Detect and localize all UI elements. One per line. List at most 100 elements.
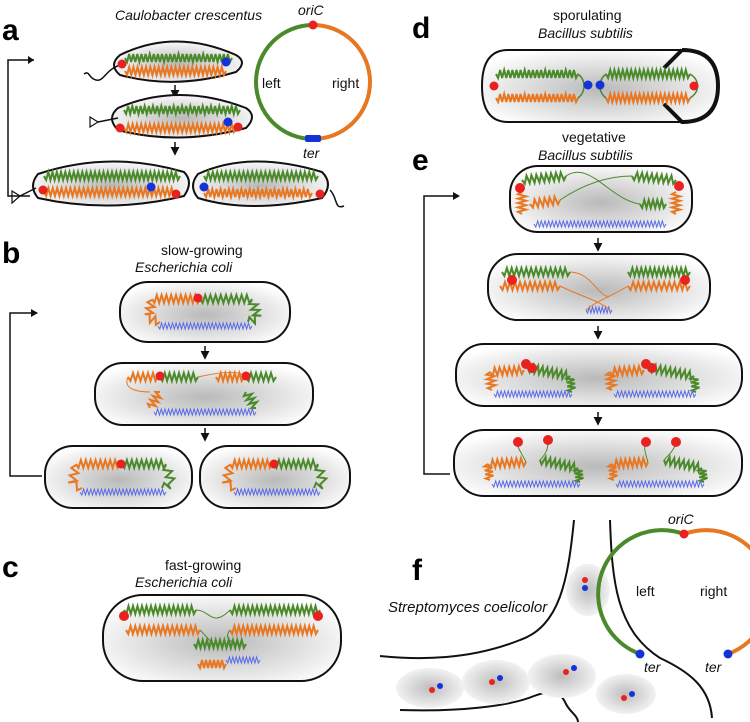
chromosome-arm: [121, 456, 167, 472]
terminus-dot: [199, 182, 209, 192]
forespore-septum: [662, 48, 721, 125]
panel-b-line1: slow-growing: [161, 242, 243, 258]
ecoli-slow-cell-3b: [199, 445, 351, 509]
chromosome-arm: [151, 291, 201, 307]
terminus-dot: [221, 57, 231, 67]
sporulating-cell: [480, 48, 721, 125]
flagellum: [329, 189, 345, 208]
panel-d-line1: sporulating: [553, 7, 622, 23]
origin-dot: [38, 185, 48, 195]
origin-dot: [119, 611, 129, 621]
right-label: right: [332, 75, 359, 91]
chromosome-arm: [501, 264, 571, 280]
hypha-wall-left: [379, 519, 575, 660]
origin-dot: [543, 435, 553, 445]
chromosome-arm: [487, 454, 527, 472]
origin-dot: [117, 59, 127, 69]
panel-c-letter: c: [2, 551, 19, 584]
chromosome-arm: [197, 659, 227, 671]
left-arm-chromosome: [124, 50, 233, 66]
left-arm-arc: [254, 23, 314, 141]
stalk-holdfast: [11, 189, 22, 205]
origin-dot: [513, 437, 523, 447]
panel-b-letter: b: [2, 237, 20, 270]
chromosome-map-a: oriC ter left right: [254, 2, 372, 161]
caulobacter-cell-1: [83, 40, 243, 83]
chromosome-arm: [145, 390, 164, 409]
panel-c-line2: Escherichia coli: [135, 574, 233, 590]
bsub-veg-cell-2: [487, 253, 711, 321]
origin-dot: [671, 437, 681, 447]
chromosome-arm: [313, 464, 329, 490]
origin-dot: [155, 371, 165, 381]
chromosome-arm: [245, 369, 277, 385]
panel-f: f Streptomyces coelicolor oriC left: [379, 511, 750, 722]
chromosome-arm: [533, 219, 667, 229]
ecoli-slow-cell-3a: [44, 445, 193, 509]
hyphae: [379, 519, 713, 722]
oric-dot: [679, 529, 689, 539]
origin-dot: [171, 189, 181, 199]
chromosome-arm: [241, 391, 260, 410]
origin-dot: [115, 123, 125, 133]
left-label: left: [636, 583, 655, 599]
panel-d-line2: Bacillus subtilis: [538, 25, 633, 41]
ter-region: [305, 135, 321, 142]
panel-d-letter: d: [412, 12, 430, 45]
origin-dot: [116, 459, 126, 469]
chromosome-arm: [67, 464, 83, 492]
chromosome-arm: [529, 193, 561, 211]
cycle-loop-e: [423, 195, 458, 475]
panel-f-organism: Streptomyces coelicolor: [388, 599, 548, 616]
origin-dot: [647, 363, 657, 373]
chromosome-arm: [687, 375, 700, 393]
chromosome-arm: [125, 622, 201, 638]
panel-a-letter: a: [2, 14, 19, 47]
chromosome-arm: [75, 456, 121, 472]
origin-dot: [507, 275, 517, 285]
oric-label: oriC: [298, 2, 325, 18]
chromosome-arm: [193, 636, 247, 652]
bsub-veg-cell-4: [453, 429, 743, 497]
chromosome-arm: [639, 196, 667, 212]
panel-b-line2: Escherichia coli: [135, 259, 233, 275]
chromosome-arm: [229, 456, 273, 472]
panel-a: a Caulobacter crescentus: [2, 2, 372, 208]
chromosome-arm: [521, 169, 567, 187]
stalk: [83, 64, 121, 81]
chromosome-arm: [495, 90, 579, 105]
chromosome-arm: [663, 453, 703, 474]
nucleoid: [462, 660, 530, 704]
origin-dot: [641, 437, 651, 447]
bsub-veg-cell-3: [455, 343, 743, 407]
chromosome-arm: [229, 602, 321, 618]
origin-dot: [193, 293, 203, 303]
ter-dot-left: [635, 649, 645, 659]
oric-dot: [308, 20, 318, 30]
chromosome-arm: [491, 479, 581, 489]
chromosome-arm: [571, 467, 584, 483]
chromosome-map-f: oriC left right ter ter: [596, 511, 750, 675]
origin-dot: [241, 371, 251, 381]
ecoli-fast-cell: [102, 594, 342, 682]
cycle-loop-b: [9, 312, 42, 477]
nucleoid: [596, 674, 656, 714]
panel-b: b slow-growing Escherichia coli: [2, 237, 351, 509]
origin-dot: [269, 459, 279, 469]
chromosome-arm: [493, 389, 573, 399]
chromosome-arm: [627, 264, 691, 280]
origin-dot: [680, 275, 690, 285]
right-label: right: [700, 583, 727, 599]
chromosome-arm: [161, 464, 177, 490]
chromosome-arm: [585, 305, 613, 315]
chromosome-arm: [627, 278, 691, 294]
caulobacter-cell-3a: [11, 160, 190, 207]
stalk-holdfast: [89, 115, 100, 129]
chromosome-arm: [495, 66, 579, 81]
chromosome-arm: [489, 362, 525, 380]
left-label: left: [262, 75, 281, 91]
right-arm-arc: [683, 528, 750, 656]
chromosome-arm: [225, 655, 261, 665]
panel-f-letter: f: [412, 554, 423, 587]
